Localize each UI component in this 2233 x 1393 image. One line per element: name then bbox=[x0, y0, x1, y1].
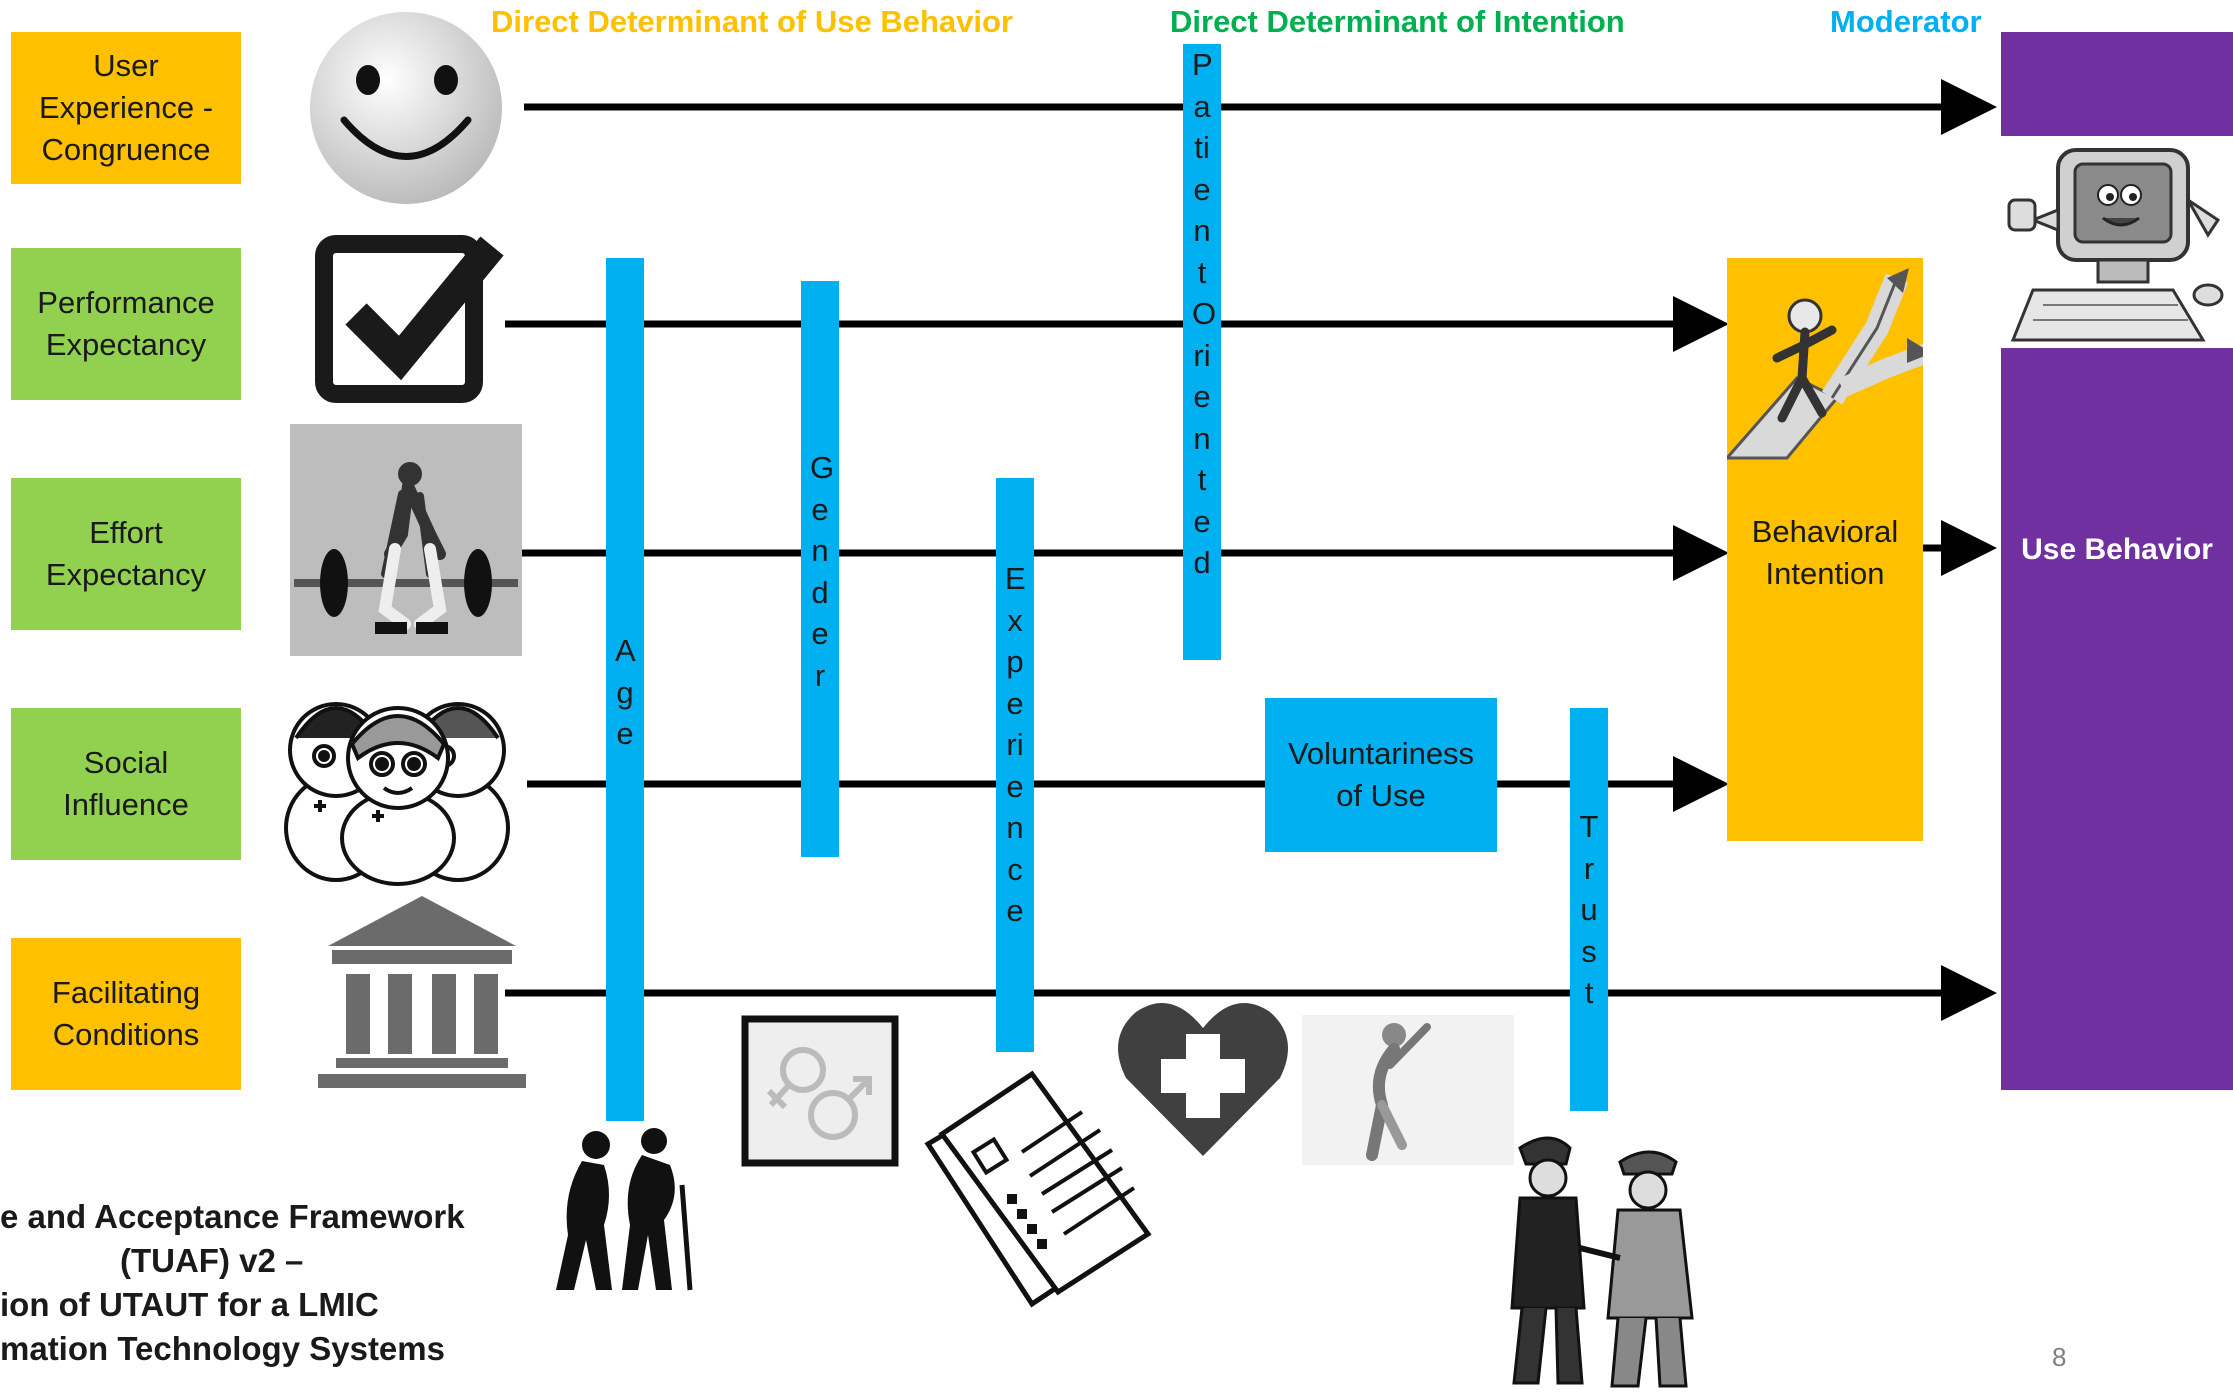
moderator-gender-label: Gender bbox=[810, 450, 835, 693]
behavioral-intention-label: Behavioral Intention bbox=[1751, 514, 1899, 591]
moderator-experience-bar: Experience bbox=[996, 478, 1034, 1052]
determinant-facilitating-conditions: Facilitating Conditions bbox=[11, 938, 241, 1090]
header-intention-determinant: Direct Determinant of Intention bbox=[1170, 4, 1625, 39]
moderator-patient-oriented-label: PatientOriented bbox=[1192, 47, 1217, 580]
footer-title-line-3: ion of UTAUT for a LMIC bbox=[0, 1286, 379, 1323]
heart-cross-icon bbox=[1118, 1003, 1288, 1156]
nurses-icon bbox=[284, 702, 510, 886]
moderator-age-label: Age bbox=[615, 633, 636, 751]
use-behavior-label: Use Behavior bbox=[2021, 533, 2213, 566]
moderator-experience-label: Experience bbox=[1005, 561, 1026, 928]
footer-title-line-1: e and Acceptance Framework bbox=[0, 1198, 465, 1235]
behavioral-intention-box: Behavioral Intention bbox=[1727, 258, 1923, 841]
police-figures-icon bbox=[1510, 1136, 1694, 1388]
institution-building-icon bbox=[318, 896, 526, 1088]
header-moderator: Moderator bbox=[1830, 4, 1982, 39]
smiley-face-icon bbox=[310, 12, 502, 204]
determinant-social-influence: Social Influence bbox=[11, 708, 241, 860]
computer-mascot-icon bbox=[2007, 148, 2224, 342]
determinant-user-experience: User Experience - Congruence bbox=[11, 32, 241, 184]
elderly-couple-icon bbox=[556, 1128, 693, 1291]
footer-title: e and Acceptance Framework (TUAF) v2 – ion… bbox=[0, 1195, 560, 1371]
footer-title-line-2: (TUAF) v2 – bbox=[120, 1242, 304, 1279]
gender-symbols-icon bbox=[741, 1015, 899, 1167]
footer-title-line-4: mation Technology Systems bbox=[0, 1330, 445, 1367]
moderator-trust-label: Trust bbox=[1579, 809, 1599, 1010]
checkbox-check-icon bbox=[315, 235, 504, 403]
cv-documents-icon bbox=[924, 1070, 1152, 1308]
determinant-effort-expectancy: Effort Expectancy bbox=[11, 478, 241, 630]
moderator-gender-bar: Gender bbox=[801, 281, 839, 857]
raising-hand-figure-icon bbox=[1302, 1015, 1514, 1165]
page-number: 8 bbox=[2052, 1342, 2067, 1372]
weightlifter-icon bbox=[290, 424, 522, 656]
moderator-age-bar: Age bbox=[606, 258, 644, 1121]
determinant-performance-expectancy: Performance Expectancy bbox=[11, 248, 241, 400]
use-behavior-top-box bbox=[2001, 32, 2233, 136]
running-figure-icon bbox=[1727, 268, 1923, 460]
moderator-patient-oriented-bar: PatientOriented bbox=[1183, 44, 1221, 660]
use-behavior-box: Use Behavior bbox=[2001, 348, 2233, 1090]
moderator-voluntariness-box: Voluntariness of Use bbox=[1265, 698, 1497, 852]
header-use-behavior-determinant: Direct Determinant of Use Behavior bbox=[491, 4, 1013, 39]
moderator-trust-bar: Trust bbox=[1570, 708, 1608, 1111]
